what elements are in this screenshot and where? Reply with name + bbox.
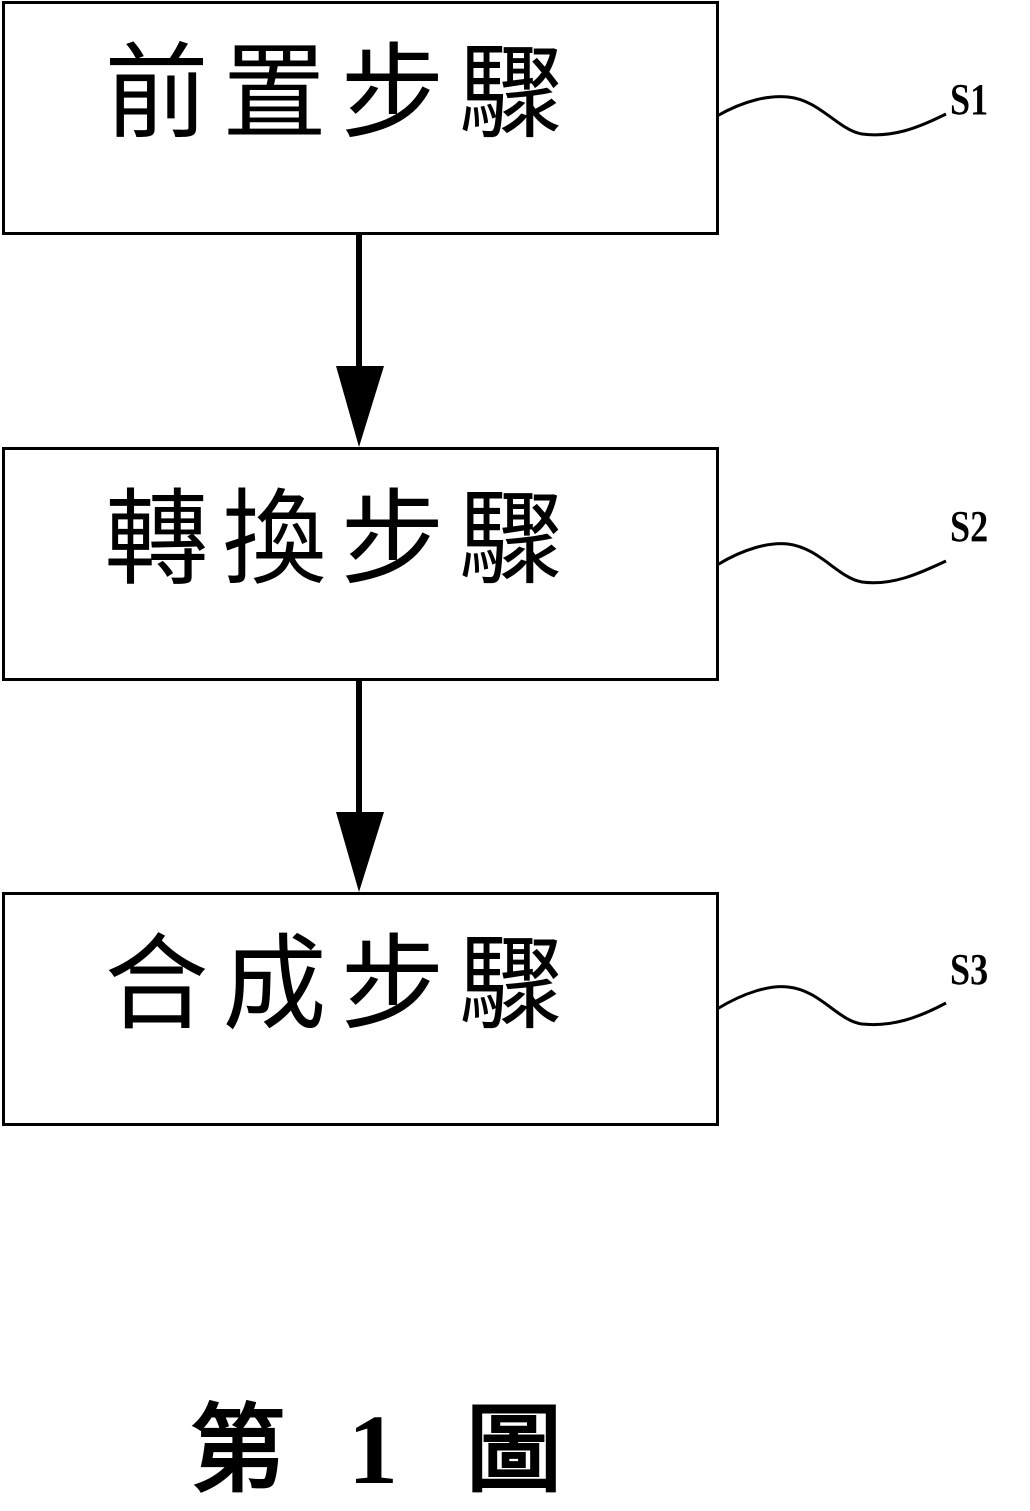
arrowhead-icon — [336, 366, 384, 447]
arrowhead-icon — [336, 812, 384, 892]
caption-prefix: 第 — [190, 1393, 286, 1506]
arrow-s1-to-s2 — [336, 235, 384, 447]
step-box-s1: 前置步驟 — [2, 1, 719, 235]
leader-line-s1 — [716, 95, 947, 137]
ref-label-s3: S3 — [950, 945, 989, 994]
step-label-s2: 轉換步驟 — [104, 478, 577, 600]
step-label-s3: 合成步驟 — [104, 923, 577, 1045]
arrow-s2-to-s3 — [336, 681, 384, 892]
step-box-s3: 合成步驟 — [2, 892, 719, 1126]
caption-number: 1 — [348, 1394, 398, 1505]
step-box-s2: 轉換步驟 — [2, 447, 719, 681]
figure-caption: 第 1 圖 — [190, 1400, 562, 1500]
leader-line-s3 — [716, 985, 947, 1027]
caption-suffix: 圖 — [466, 1393, 562, 1506]
leader-line-s2 — [716, 542, 947, 585]
step-label-s1: 前置步驟 — [104, 32, 577, 154]
ref-label-s1: S1 — [950, 75, 989, 124]
ref-label-s2: S2 — [950, 502, 989, 551]
